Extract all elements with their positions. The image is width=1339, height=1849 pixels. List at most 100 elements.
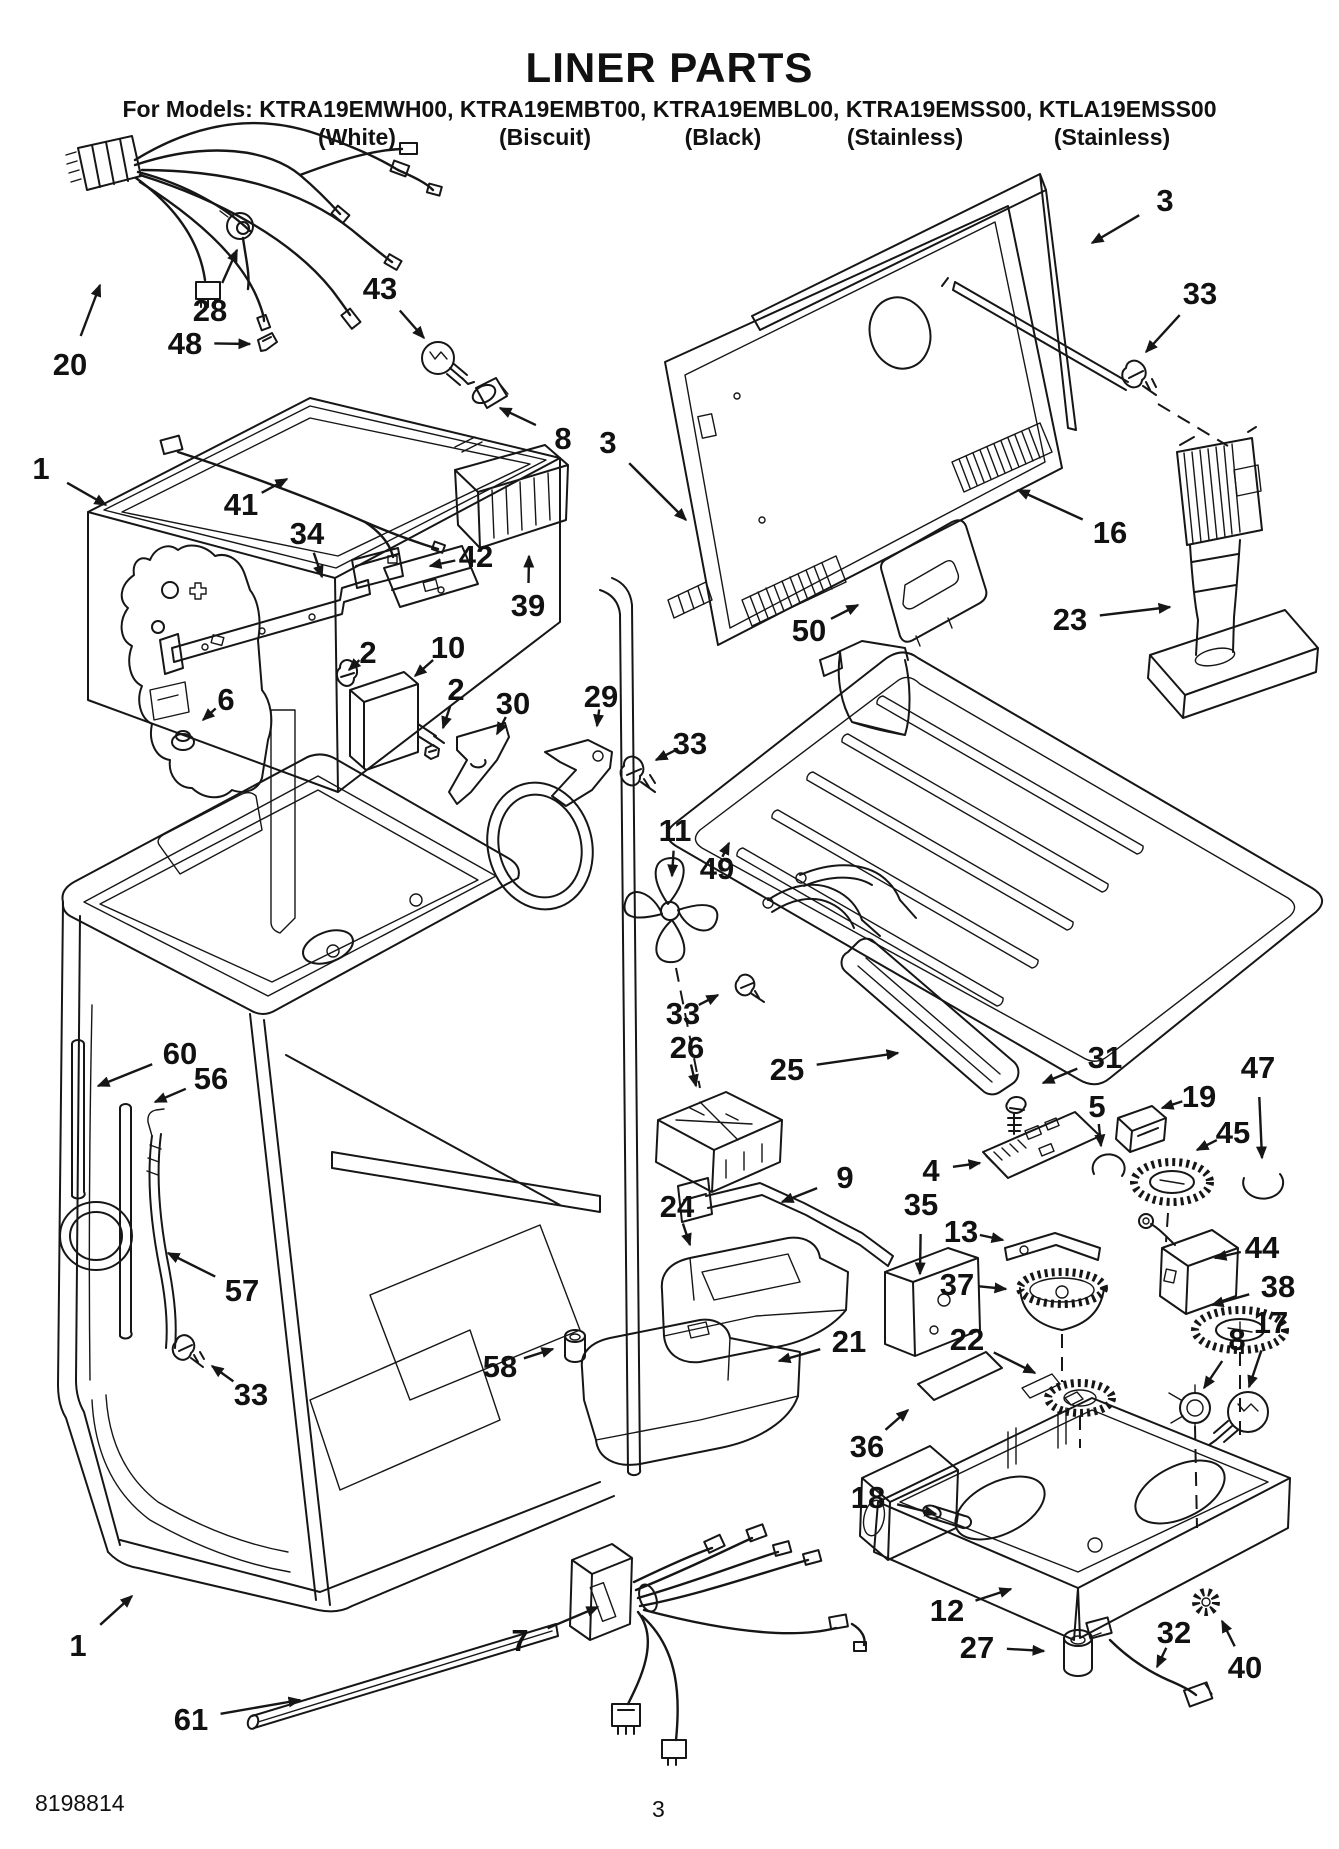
finish-label: (Stainless) <box>846 124 964 150</box>
callout-arrow <box>780 1186 818 1204</box>
callout-30-19: 30 <box>496 686 530 736</box>
callout-25-29: 25 <box>770 1049 900 1087</box>
callout-arrow <box>312 552 324 579</box>
callout-arrow <box>201 707 217 722</box>
callout-label: 8 <box>554 421 571 456</box>
callout-label: 26 <box>670 1030 704 1065</box>
callout-label: 11 <box>659 813 692 848</box>
callout-arrow <box>166 1251 216 1278</box>
callout-arrow <box>1195 1139 1218 1152</box>
callout-arrow <box>261 477 289 494</box>
callout-5-33: 5 <box>1088 1089 1106 1148</box>
document-number: 8198814 <box>35 1790 125 1816</box>
callout-34-10: 34 <box>290 516 325 579</box>
callout-arrow <box>1006 1644 1046 1656</box>
callout-label: 36 <box>850 1429 884 1464</box>
callout-42-11: 42 <box>428 539 493 574</box>
callout-arrow <box>698 993 720 1006</box>
callout-label: 20 <box>53 347 87 382</box>
callout-43-3: 43 <box>363 271 425 340</box>
callout-label: 27 <box>960 1630 994 1665</box>
callout-label: 33 <box>666 996 700 1031</box>
callout-label: 33 <box>1183 276 1217 311</box>
callout-38-42: 38 <box>1210 1269 1295 1308</box>
callout-label: 19 <box>1182 1079 1216 1114</box>
callout-arrow <box>1160 1099 1183 1110</box>
callout-label: 34 <box>290 516 325 551</box>
callout-41-9: 41 <box>224 477 289 522</box>
callout-47-31: 47 <box>1241 1050 1275 1160</box>
callout-40-56: 40 <box>1220 1619 1262 1685</box>
callout-label: 41 <box>224 487 258 522</box>
callout-arrow <box>978 1282 1008 1294</box>
callout-label: 47 <box>1241 1050 1275 1085</box>
callout-label: 28 <box>193 293 227 328</box>
callout-20-0: 20 <box>53 283 102 382</box>
callout-arrow <box>413 659 434 677</box>
callout-arrow <box>593 709 604 728</box>
callout-60-25: 60 <box>96 1036 197 1088</box>
page-number: 3 <box>652 1796 665 1822</box>
callout-label: 29 <box>584 679 618 714</box>
finish-label: (Stainless) <box>1053 124 1171 150</box>
callout-label: 10 <box>431 630 465 665</box>
callout-arrow <box>1144 314 1181 354</box>
callout-arrow <box>96 1063 153 1088</box>
callout-arrow <box>498 406 537 427</box>
callout-arrow <box>153 1087 187 1104</box>
callout-16-13: 16 <box>1016 488 1127 550</box>
callout-label: 37 <box>940 1267 974 1302</box>
callout-39-12: 39 <box>511 554 545 623</box>
callout-arrow <box>993 1351 1037 1375</box>
callout-label: 9 <box>836 1160 853 1195</box>
callout-11-23: 11 <box>659 813 692 878</box>
light-bulb-and-socket-top-drawing <box>257 332 509 409</box>
lower-liner-drawing <box>57 753 615 1730</box>
callout-3-6: 3 <box>1090 183 1174 245</box>
callout-label: 39 <box>511 588 545 623</box>
callout-label: 35 <box>904 1187 938 1222</box>
callout-arrow <box>1213 1250 1242 1261</box>
callout-label: 13 <box>944 1214 978 1249</box>
rear-panel-drawing <box>664 173 1229 647</box>
callout-label: 3 <box>1156 183 1173 218</box>
callout-10-17: 10 <box>413 630 465 677</box>
callout-label: 32 <box>1157 1615 1191 1650</box>
callout-label: 6 <box>217 682 234 717</box>
callout-7-53: 7 <box>511 1605 600 1658</box>
callout-19-32: 19 <box>1160 1079 1216 1114</box>
callout-arrow <box>441 706 452 730</box>
callout-arrow <box>398 309 425 340</box>
finish-label: (Biscuit) <box>499 124 591 150</box>
callout-37-41: 37 <box>940 1267 1008 1302</box>
callout-arrow <box>884 1409 910 1431</box>
callout-label: 48 <box>168 326 202 361</box>
thermostat-and-brackets-drawing <box>159 434 719 1477</box>
callout-61-58: 61 <box>174 1696 302 1737</box>
callout-label: 17 <box>1254 1305 1288 1340</box>
callout-arrow <box>547 1605 600 1630</box>
callout-8-45: 8 <box>1203 1322 1246 1390</box>
callout-label: 1 <box>32 451 49 486</box>
callout-arrow <box>975 1587 1013 1602</box>
callout-label: 18 <box>851 1480 885 1515</box>
callout-label: 12 <box>930 1593 964 1628</box>
callout-label: 38 <box>1261 1269 1295 1304</box>
callout-label: 49 <box>700 851 734 886</box>
callout-label: 5 <box>1088 1089 1105 1124</box>
models-line: For Models: KTRA19EMWH00, KTRA19EMBT00, … <box>122 96 1217 122</box>
callout-arrow <box>1016 488 1084 521</box>
callout-35-37: 35 <box>904 1187 938 1276</box>
callout-arrow <box>214 338 252 350</box>
callout-arrow <box>220 1696 302 1715</box>
callout-label: 57 <box>225 1273 259 1308</box>
callout-3-5: 3 <box>599 425 688 522</box>
callout-label: 33 <box>673 726 707 761</box>
callout-label: 45 <box>1216 1115 1250 1150</box>
callout-arrow <box>221 248 239 284</box>
callout-arrow <box>1247 1350 1263 1389</box>
drip-tray-drawing <box>666 640 1323 1086</box>
callout-arrow <box>1099 602 1172 617</box>
callout-1-57: 1 <box>69 1594 134 1663</box>
